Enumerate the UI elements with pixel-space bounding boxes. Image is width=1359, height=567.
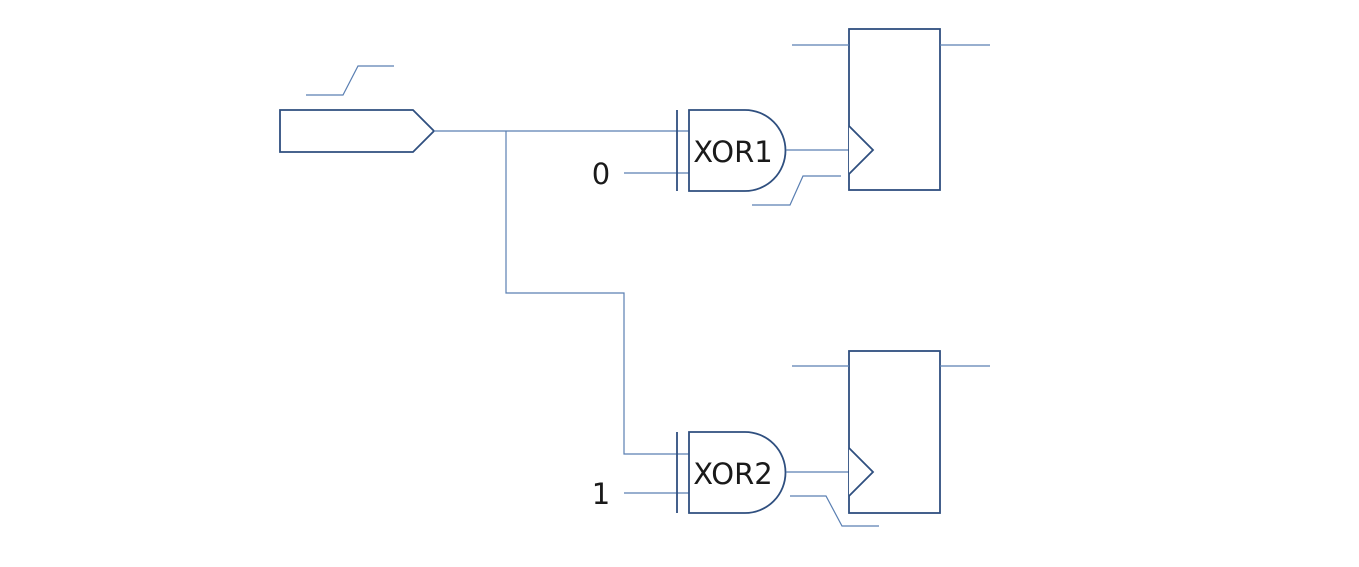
xor1-label: XOR1 xyxy=(693,135,772,169)
ff1-clock-triangle xyxy=(848,125,875,175)
ff2-clock-triangle xyxy=(848,447,875,497)
flip-flop-1 xyxy=(792,28,990,191)
flip-flop-2 xyxy=(792,350,990,514)
xor2-label: XOR2 xyxy=(693,457,772,491)
ff1-body xyxy=(848,28,941,191)
xor2-body xyxy=(688,431,787,514)
const-0-label: 0 xyxy=(592,157,610,191)
xor1-gate: XOR1 xyxy=(676,109,787,192)
ff2-body xyxy=(848,350,941,514)
xor1-body xyxy=(688,109,787,192)
wire-branch-to-xor2 xyxy=(505,131,690,455)
const-1-label: 1 xyxy=(592,477,610,511)
input-port xyxy=(279,109,436,153)
ff2-clock-waveform xyxy=(790,495,879,527)
xor2-gate: XOR2 xyxy=(676,431,787,514)
ff1-clock-waveform xyxy=(752,175,841,206)
input-signal-waveform xyxy=(306,65,394,96)
